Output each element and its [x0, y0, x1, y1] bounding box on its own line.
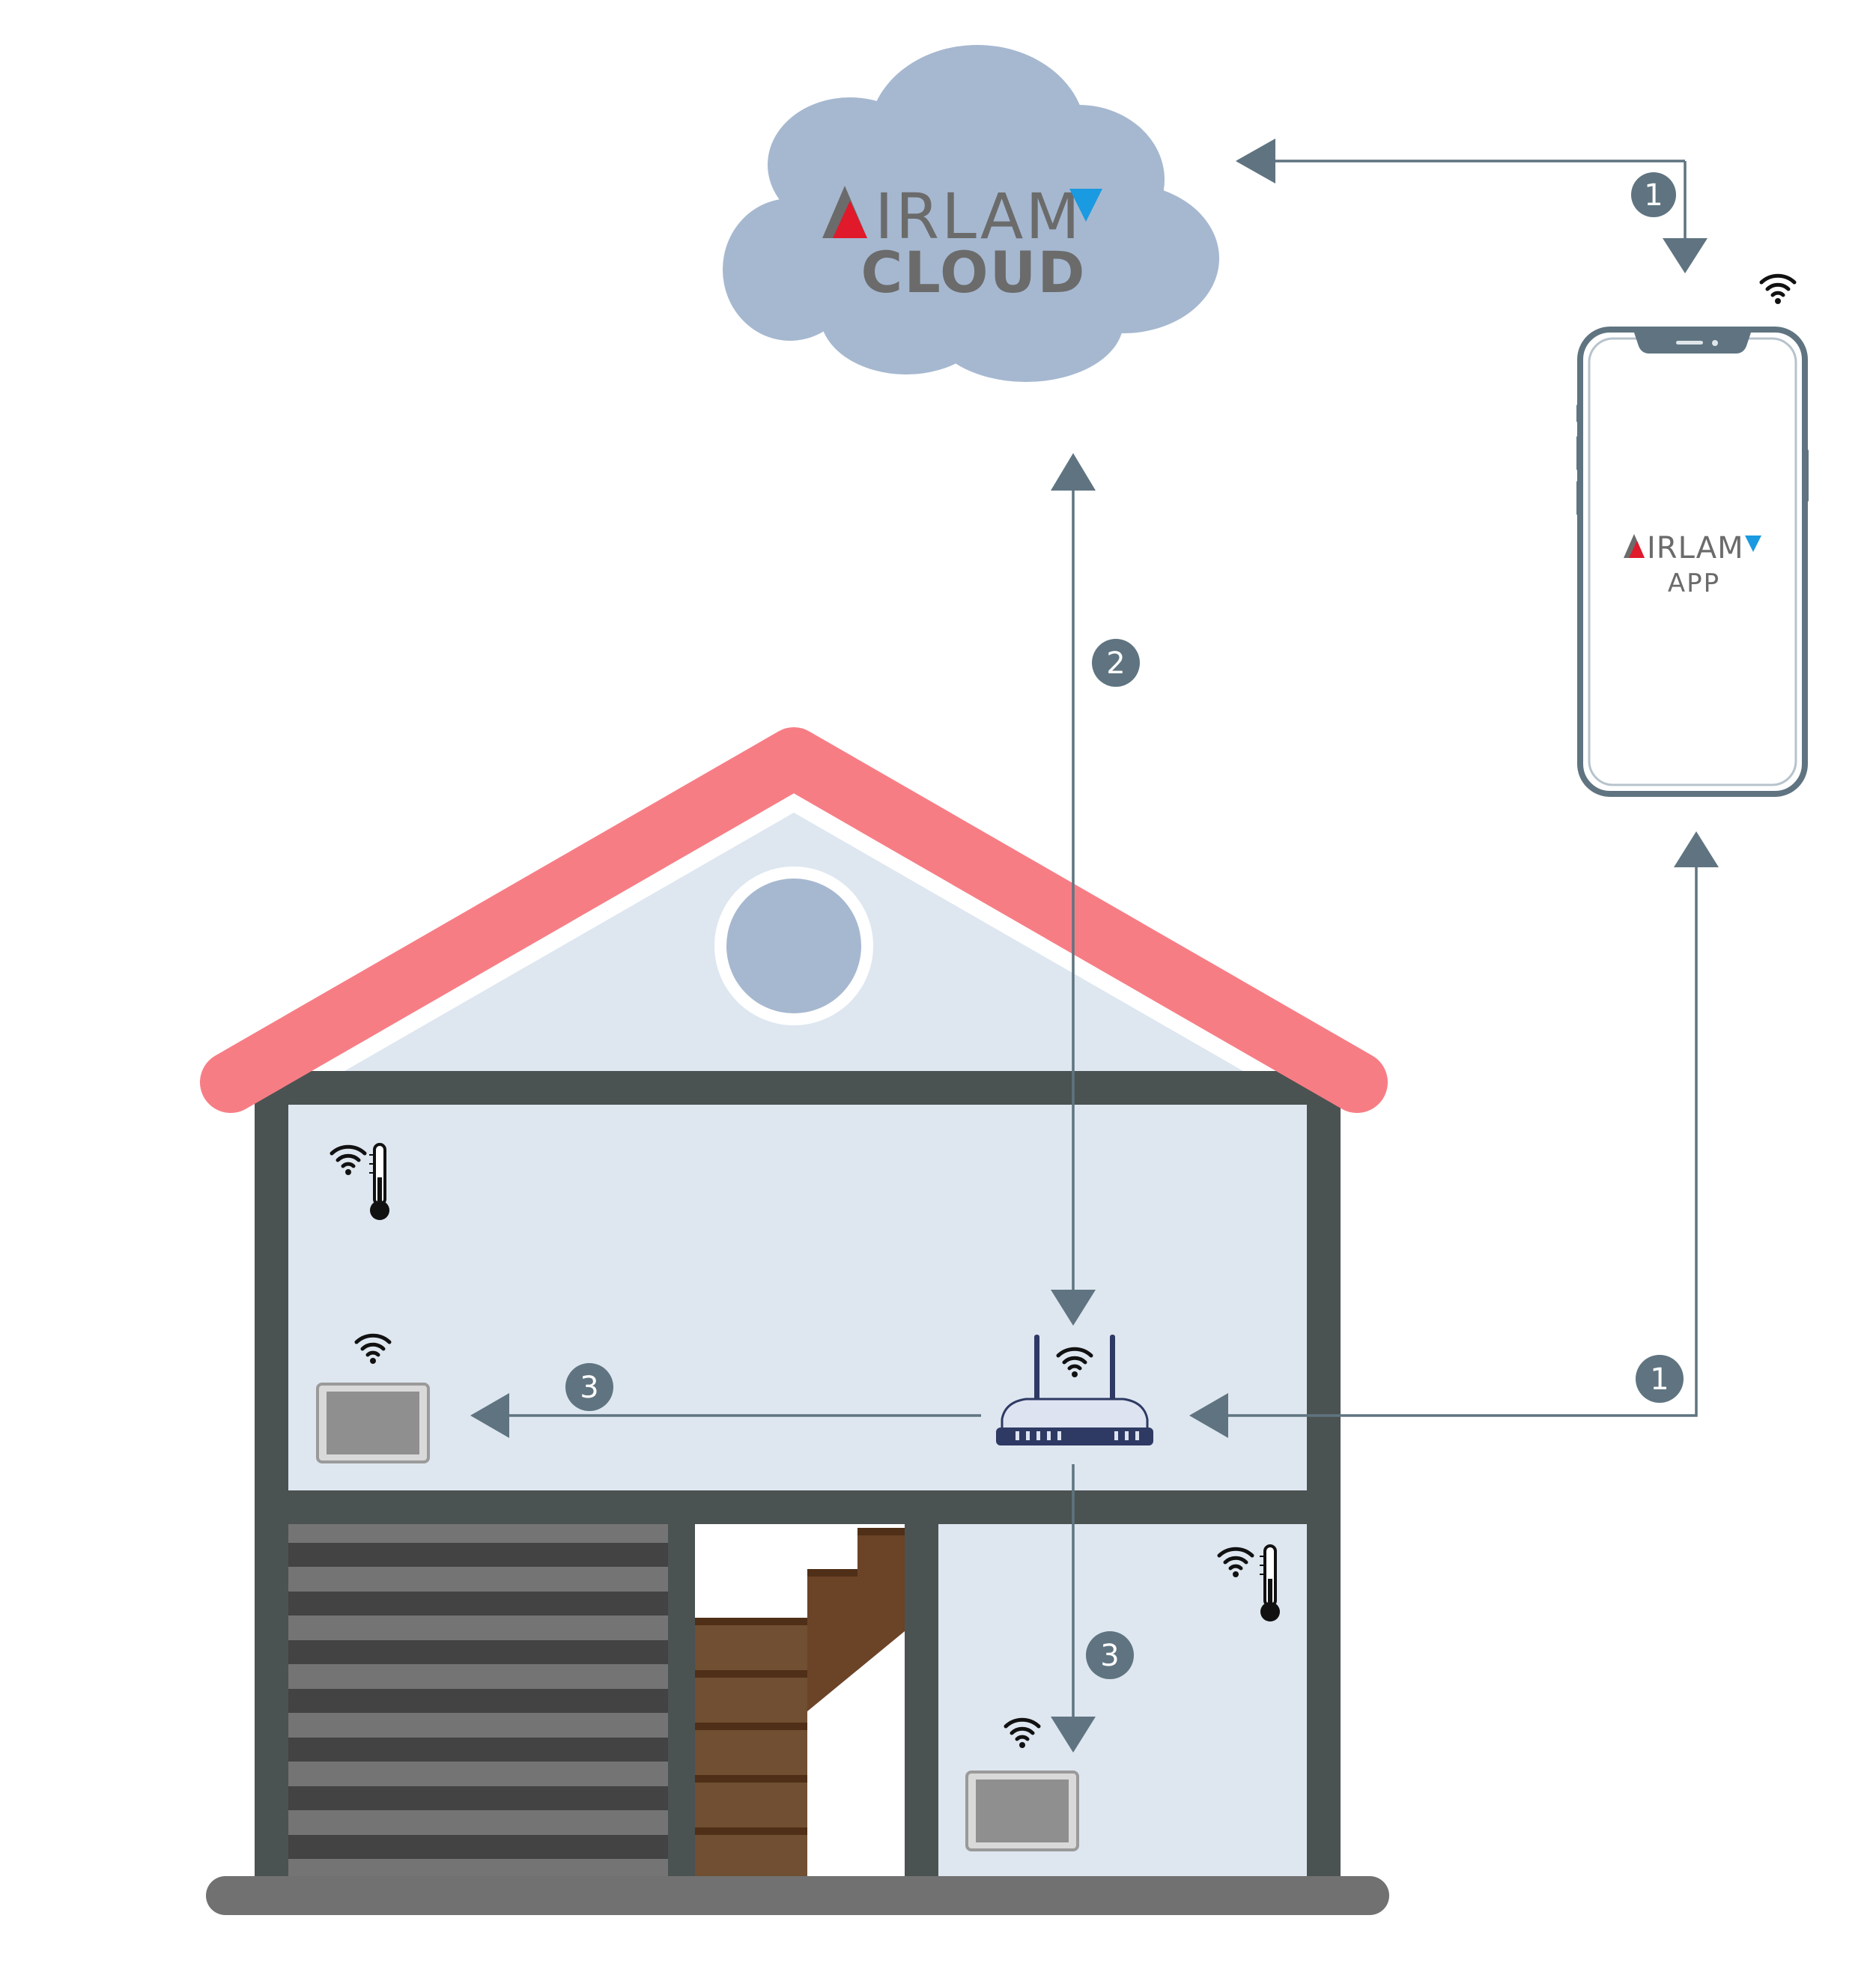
- step-number: 1: [1644, 178, 1663, 213]
- step-number: 1: [1650, 1362, 1669, 1397]
- arrowhead-left-panel: [470, 1393, 509, 1438]
- arrowhead-left-cloud: [1236, 139, 1275, 183]
- step-badge-middle: 2: [1092, 639, 1140, 687]
- step-number: 3: [1100, 1639, 1119, 1673]
- phone-subtitle: APP: [1668, 568, 1720, 598]
- phone-airlam-logo: IRLAM: [1624, 531, 1761, 565]
- cloud-airlam-logo: IRLAM: [822, 180, 1102, 253]
- thermostat-panel-icon: [316, 1383, 430, 1463]
- arrowhead-down-router: [1051, 1290, 1096, 1326]
- arrowhead-down-panel: [1051, 1717, 1096, 1753]
- arrowhead-down-phone: [1663, 238, 1707, 273]
- house-frame: [255, 1071, 1341, 1895]
- step-number: 3: [580, 1371, 598, 1405]
- arrow-phone-router-line: [1228, 867, 1698, 1417]
- arrow-heads: [470, 139, 1719, 1753]
- roof: [200, 727, 1388, 1113]
- phone-wifi-icon: [1761, 276, 1794, 304]
- ground: [206, 1876, 1389, 1915]
- house: [200, 727, 1389, 1915]
- thermostat-panel-icon: [965, 1771, 1079, 1851]
- step-badge-right-lower: 1: [1636, 1355, 1684, 1403]
- router-icon: [996, 1335, 1153, 1445]
- step-badge-top-right: 1: [1631, 172, 1676, 217]
- staircase: [695, 1528, 905, 1880]
- cloud-icon: IRLAM CLOUD: [723, 45, 1219, 382]
- arrowhead-up-phone: [1674, 831, 1719, 867]
- step-badge-left: 3: [565, 1363, 613, 1411]
- cloud-logo-text: IRLAM: [875, 180, 1082, 253]
- cloud-subtitle: CLOUD: [861, 239, 1087, 306]
- shutter-slats: [285, 1543, 668, 1859]
- arrowhead-left-router: [1189, 1393, 1228, 1438]
- step-badge-down: 3: [1086, 1631, 1134, 1679]
- phone-logo-text: IRLAM: [1647, 531, 1744, 565]
- step-number: 2: [1106, 646, 1125, 681]
- arrowhead-up-cloud: [1051, 453, 1096, 491]
- smartphone-icon: IRLAM APP: [1576, 327, 1809, 797]
- connection-arrows: [509, 157, 1698, 1719]
